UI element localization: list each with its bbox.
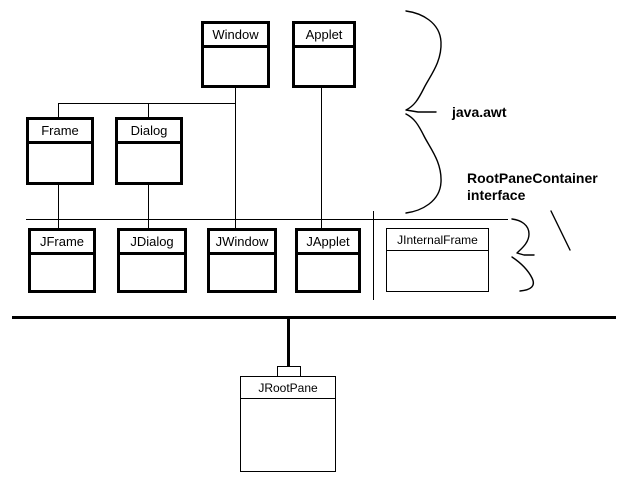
interface-annotation-rootpanecontainer: RootPaneContainer interface: [467, 170, 598, 204]
class-name-jinternalframe: JInternalFrame: [387, 229, 488, 251]
package-separator-rule: [26, 219, 508, 220]
rootpanecontainer-pointer-line: [550, 210, 571, 251]
connector-bus-to-frame: [58, 103, 59, 118]
class-box-dialog[interactable]: Dialog: [115, 117, 183, 185]
class-box-japplet[interactable]: JApplet: [295, 228, 361, 293]
class-box-jframe[interactable]: JFrame: [28, 228, 96, 293]
class-name-japplet: JApplet: [298, 231, 358, 255]
rootpanecontainer-brace: [511, 218, 535, 256]
class-name-dialog: Dialog: [118, 120, 180, 144]
group-divider: [373, 211, 374, 300]
java-awt-brace: [405, 10, 442, 113]
connector-frame-to-jframe: [58, 185, 59, 229]
connector-bus-awt: [58, 103, 236, 104]
class-box-applet[interactable]: Applet: [292, 21, 356, 88]
connector-rule-to-jrootpane: [287, 318, 290, 368]
interface-annotation-line2: interface: [467, 187, 526, 203]
class-box-jdialog[interactable]: JDialog: [117, 228, 187, 293]
java-awt-brace-lower: [405, 113, 442, 214]
class-box-frame[interactable]: Frame: [26, 117, 94, 185]
connector-bus-to-dialog: [148, 103, 149, 118]
class-name-window: Window: [204, 24, 267, 48]
class-box-jwindow[interactable]: JWindow: [207, 228, 277, 293]
package-annotation-java-awt: java.awt: [452, 104, 507, 120]
class-name-frame: Frame: [29, 120, 91, 144]
class-name-jdialog: JDialog: [120, 231, 184, 255]
class-name-jframe: JFrame: [31, 231, 93, 255]
class-box-window[interactable]: Window: [201, 21, 270, 88]
root-pane-separator-rule: [12, 316, 616, 319]
connector-window-down: [235, 88, 236, 228]
connector-dialog-to-jdialog: [148, 185, 149, 229]
class-name-applet: Applet: [295, 24, 353, 48]
class-box-jinternalframe[interactable]: JInternalFrame: [386, 228, 489, 292]
connector-applet-to-japplet: [321, 88, 322, 229]
jrootpane-connector-tab: [277, 366, 301, 377]
rootpanecontainer-brace-lower: [511, 256, 535, 292]
class-name-jrootpane: JRootPane: [241, 377, 335, 399]
interface-annotation-line1: RootPaneContainer: [467, 170, 598, 186]
class-name-jwindow: JWindow: [210, 231, 274, 255]
class-box-jrootpane[interactable]: JRootPane: [240, 376, 336, 472]
